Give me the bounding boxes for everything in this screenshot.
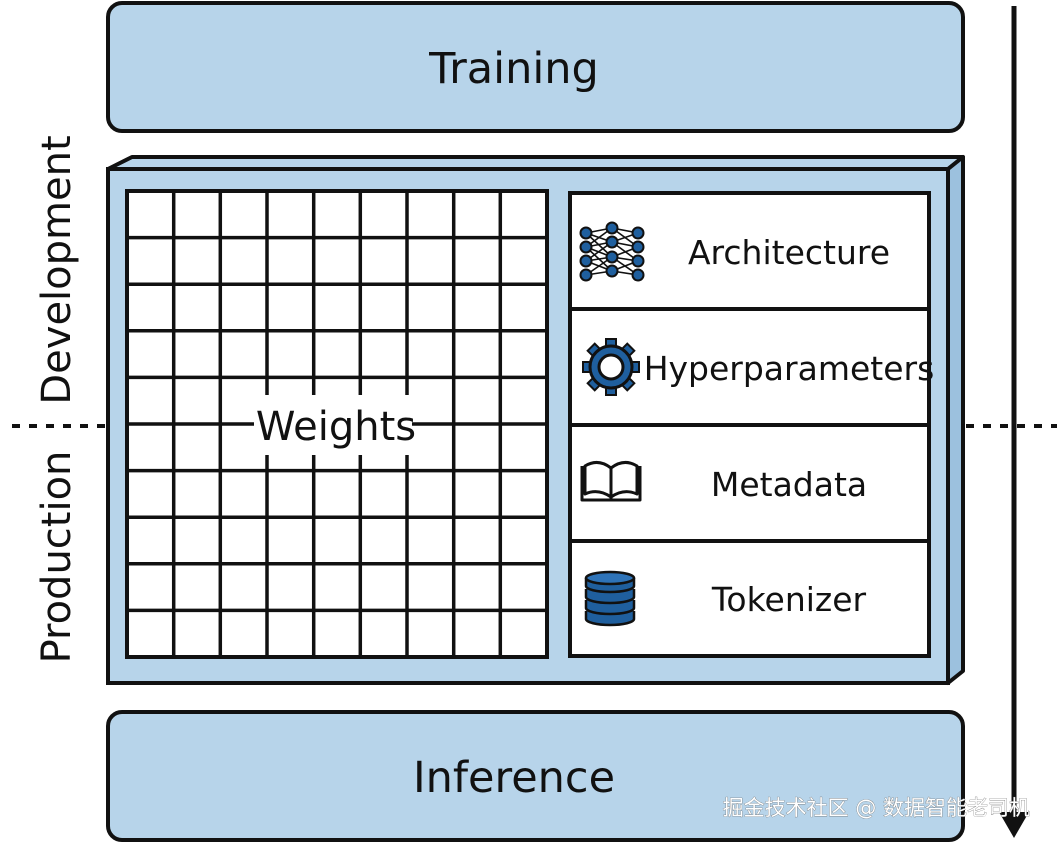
watermark-text: 掘金技术社区 @ 数据智能老司机 xyxy=(723,796,1030,820)
tokenizer-label: Tokenizer xyxy=(711,580,867,619)
component-hyperparameters: Hyperparameters xyxy=(582,338,935,396)
weights-grid: Weights xyxy=(125,189,549,659)
development-label: Development xyxy=(34,135,80,404)
component-metadata: Metadata xyxy=(580,461,867,504)
timeline-arrow xyxy=(999,6,1029,838)
architecture-label: Architecture xyxy=(688,233,890,272)
training-label: Training xyxy=(428,44,599,94)
weights-label: Weights xyxy=(256,404,416,450)
metadata-label: Metadata xyxy=(711,465,867,504)
production-label: Production xyxy=(34,451,80,664)
hyperparameters-label: Hyperparameters xyxy=(644,349,935,388)
inference-label: Inference xyxy=(413,753,615,803)
gear-icon xyxy=(582,338,640,396)
database-icon xyxy=(584,570,636,627)
inference-stage: Inference xyxy=(106,710,965,842)
training-stage: Training xyxy=(106,1,965,133)
open-book-icon xyxy=(580,461,642,502)
component-tokenizer: Tokenizer xyxy=(584,570,867,627)
component-architecture: Architecture xyxy=(579,221,890,282)
